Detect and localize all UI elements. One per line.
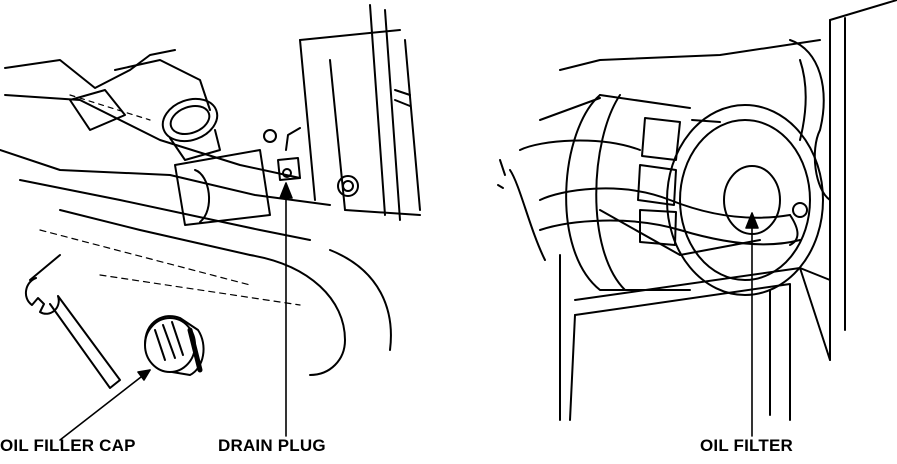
- oil-filler-cap-drawing: [144, 315, 205, 376]
- oil-filter-label: OIL FILTER: [700, 436, 793, 455]
- oil-filler-cap-label: OIL FILLER CAP: [0, 436, 136, 455]
- right-filter-drawing: [497, 0, 897, 421]
- drain-plug-label: DRAIN PLUG: [218, 436, 326, 455]
- left-engine-drawing: [0, 4, 421, 389]
- leader-lines: [59, 182, 759, 441]
